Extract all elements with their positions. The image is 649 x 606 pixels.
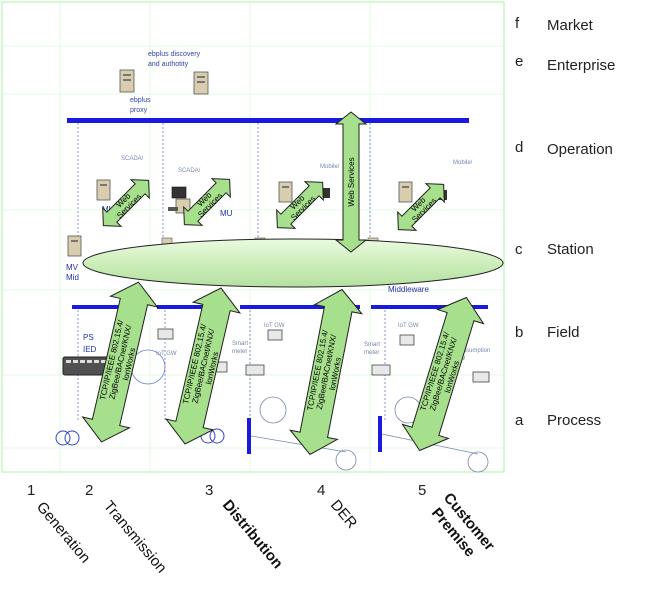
ied-label: IED — [83, 345, 97, 354]
process-devices — [55, 396, 489, 473]
middleware-label: Middleware — [388, 285, 429, 294]
server-icon — [67, 235, 82, 257]
server-icon — [96, 179, 111, 201]
server-icon — [278, 181, 330, 203]
zone-letter-e: e — [515, 53, 523, 70]
zone-name-enterprise: Enterprise — [547, 57, 615, 74]
smart-meter-label-3: Smart — [364, 342, 380, 348]
gateway-icon — [267, 329, 283, 341]
gateway-icon — [399, 334, 415, 346]
meter-icon — [371, 364, 391, 376]
zone-letter-a: a — [515, 412, 524, 429]
smart-meter-label-2: meter — [232, 349, 247, 355]
discovery-label-2: and authotity — [148, 61, 189, 68]
zone-labels: f Market e Enterprise d Operation c Stat… — [515, 15, 615, 429]
meter-circle-icon — [259, 396, 287, 424]
mu-label-left: MU — [102, 205, 115, 214]
scada-label-2: SCADA/ — [178, 168, 201, 174]
domain-numbers: 1 2 3 4 5 — [27, 482, 426, 499]
zone-name-field: Field — [547, 324, 580, 341]
domain-name-transmission: Transmission — [100, 498, 170, 577]
discovery-label: ebplus discovery — [148, 51, 201, 58]
server-icon — [119, 69, 135, 93]
zone-letter-c: c — [515, 241, 523, 258]
zone-name-station: Station — [547, 241, 594, 258]
domain-num-3: 3 — [205, 482, 213, 499]
smart-meter-label: Smart — [232, 341, 248, 347]
domain-name-distribution: Distribution — [219, 497, 286, 572]
gateway-icon — [157, 328, 174, 340]
enterprise-bus — [67, 118, 469, 123]
transformer-icon — [55, 430, 80, 446]
zone-name-operation: Operation — [547, 141, 613, 158]
middleware-ellipse: Middleware — [82, 238, 504, 294]
meter-circle-icon — [335, 449, 357, 471]
mu-label: MU — [220, 209, 233, 218]
iot-gw-label-3: IoT GW — [398, 323, 419, 329]
zone-letter-b: b — [515, 324, 523, 341]
domain-num-5: 5 — [418, 482, 426, 499]
ps-label: PS — [83, 333, 94, 342]
busbar — [378, 416, 382, 452]
mobile-label: Mobile/ — [320, 164, 340, 170]
gateway-icon — [472, 371, 490, 383]
protocol-arrow: TCP/IP/IEEE 802.15.4/ ZigBee/BACnet/KNX/… — [164, 287, 242, 445]
web-services-vertical-arrow: Web Services — [334, 111, 368, 253]
domain-num-2: 2 — [85, 482, 93, 499]
domain-name-der: DER — [327, 497, 360, 532]
scada-label: SCADA/ — [121, 156, 144, 162]
meter-circle-icon — [467, 451, 489, 473]
field-devices: PS IED IoT GW IoT GW Smart meter IoT GW … — [62, 323, 490, 385]
zone-name-market: Market — [547, 17, 594, 34]
meter-icon — [245, 364, 265, 376]
enterprise-servers: ebplus discovery and authotity ebplus pr… — [119, 51, 209, 114]
mid-label: Mid — [66, 273, 79, 282]
iot-gw-label-2: IoT GW — [264, 323, 285, 329]
zone-letter-f: f — [515, 15, 520, 32]
mv-label: MV — [66, 263, 79, 272]
web-services-vertical-label: Web Services — [347, 157, 356, 206]
dashed-connectors — [77, 123, 386, 420]
smart-meter-label-4: meter — [364, 350, 379, 356]
mobile-label-2: Mobile/ — [453, 160, 473, 166]
field-buses — [72, 305, 488, 309]
iot-gw-label: IoT GW — [156, 351, 177, 357]
protocol-arrow: TCP/IP/IEEE 802.15.4/ ZigBee/BACnet/KNX/… — [288, 288, 364, 456]
zone-name-process: Process — [547, 412, 601, 429]
domain-name-generation: Generation — [33, 499, 94, 567]
workstation-icon — [168, 186, 191, 214]
domain-num-4: 4 — [317, 482, 325, 499]
proxy-label-2: proxy — [130, 107, 148, 114]
web-services-arrow: Web Services — [276, 181, 324, 229]
server-icon — [193, 71, 209, 95]
busbar — [247, 418, 251, 454]
proxy-label: ebplus — [130, 97, 151, 104]
switch-icon — [62, 356, 114, 376]
zone-letter-d: d — [515, 139, 523, 156]
domain-names: Generation Transmission Distribution DER… — [33, 490, 498, 577]
consumption-label: Consumption — [455, 348, 490, 354]
domain-num-1: 1 — [27, 482, 35, 499]
operation-devices: SCADA/ SCADA/ Mobile/ Mobile/ MU MU — [96, 156, 473, 218]
protocol-arrow: TCP/IP/IEEE 802.15.4/ ZigBee/BACnet/KNX/… — [81, 281, 159, 443]
